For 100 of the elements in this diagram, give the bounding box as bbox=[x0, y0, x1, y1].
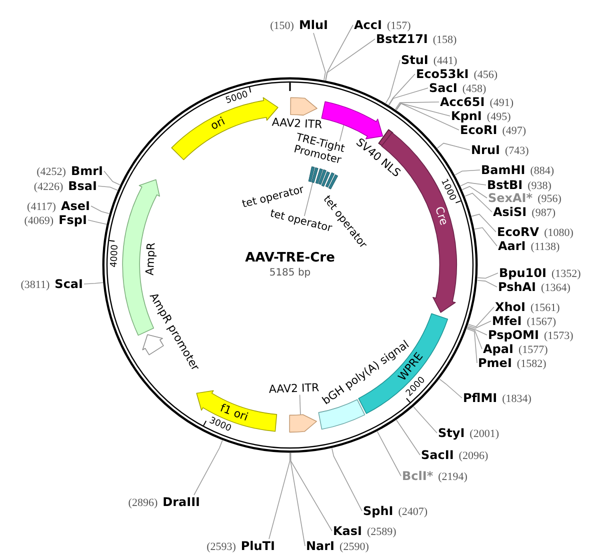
enzyme-name: SacII bbox=[421, 449, 454, 461]
tick-label: 5000 bbox=[224, 90, 250, 106]
tick-label: 4000 bbox=[110, 244, 121, 268]
leader-line bbox=[454, 170, 480, 176]
site-position: (956) bbox=[538, 193, 562, 205]
leader-line bbox=[396, 102, 460, 130]
enzyme-name: Acc65I bbox=[440, 96, 485, 108]
leader-line bbox=[98, 186, 118, 191]
site-position: (2593) bbox=[206, 541, 236, 553]
enzyme-name: SexAI* bbox=[488, 192, 533, 204]
enzyme-name: Eco53kI bbox=[416, 68, 469, 80]
leader-line bbox=[104, 170, 120, 186]
site-position: (150) bbox=[270, 20, 294, 32]
site-position: (884) bbox=[530, 165, 554, 177]
leader-line bbox=[413, 406, 438, 434]
sequence-feature bbox=[289, 414, 318, 433]
leader-line bbox=[466, 327, 482, 350]
site-position: (458) bbox=[462, 83, 486, 95]
site-position: (495) bbox=[486, 111, 511, 123]
site-position: (743) bbox=[504, 145, 529, 157]
leader-line bbox=[313, 32, 326, 80]
enzyme-name: AsiSI bbox=[493, 206, 527, 218]
operator-bar bbox=[324, 172, 335, 188]
enzyme-name: MfeI bbox=[492, 315, 522, 327]
leader-line bbox=[462, 186, 488, 198]
enzyme-name: BmrI bbox=[70, 165, 103, 177]
enzyme-name: SphI bbox=[363, 505, 394, 517]
site-position: (4117) bbox=[27, 201, 56, 213]
leader-line bbox=[385, 60, 400, 104]
operator-bar bbox=[321, 170, 331, 187]
leader-line bbox=[474, 227, 498, 246]
leader-line bbox=[467, 326, 488, 336]
site-position: (456) bbox=[474, 69, 498, 81]
enzyme-name: MluI bbox=[298, 19, 328, 31]
enzyme-name: StuI bbox=[401, 54, 428, 66]
leader-line bbox=[388, 88, 428, 106]
leader-line bbox=[460, 182, 486, 186]
feature-label: AAV2 ITR bbox=[272, 116, 323, 132]
site-position: (987) bbox=[532, 207, 556, 219]
enzyme-name: BamHI bbox=[481, 164, 526, 176]
enzyme-name: BclI* bbox=[402, 470, 434, 482]
leader-line bbox=[471, 214, 496, 232]
leader-line bbox=[396, 102, 450, 116]
feature-label: ori bbox=[208, 115, 228, 132]
enzyme-name: SacI bbox=[429, 82, 458, 94]
feature-label: Cre bbox=[432, 205, 450, 227]
leader-line bbox=[477, 272, 498, 279]
enzyme-name: NarI bbox=[306, 540, 335, 552]
site-position: (1577) bbox=[518, 344, 548, 356]
site-position: (158) bbox=[432, 34, 457, 46]
enzyme-name: BstBI bbox=[487, 179, 523, 191]
leader-line bbox=[90, 206, 110, 214]
enzyme-name: PluTI bbox=[240, 540, 275, 552]
leader-line bbox=[290, 452, 306, 546]
leader-line bbox=[439, 378, 462, 398]
leader-line bbox=[436, 142, 470, 150]
enzyme-name: ApaI bbox=[483, 343, 514, 355]
enzyme-name: PshAI bbox=[498, 281, 536, 293]
site-position: (1364) bbox=[541, 282, 570, 294]
leader-line bbox=[325, 24, 354, 81]
enzyme-name: BsaI bbox=[68, 180, 97, 192]
enzyme-name: KpnI bbox=[451, 110, 482, 122]
site-position: (2589) bbox=[367, 526, 396, 538]
leader-line bbox=[468, 306, 494, 328]
site-position: (2896) bbox=[128, 497, 158, 509]
feature-label: AmpR bbox=[144, 242, 158, 276]
feature-label: AAV2 ITR bbox=[268, 382, 320, 396]
enzyme-name: ScaI bbox=[54, 278, 83, 290]
leader-line bbox=[388, 74, 416, 106]
enzyme-name: PmeI bbox=[478, 357, 512, 369]
enzyme-name: AccI bbox=[354, 19, 382, 31]
sequence-feature bbox=[381, 132, 458, 314]
leader-line bbox=[268, 452, 290, 540]
feature-label: tet operator bbox=[240, 184, 306, 211]
leader-line bbox=[466, 328, 478, 364]
operator-bar bbox=[314, 168, 323, 184]
operator-bar bbox=[311, 166, 319, 183]
site-position: (4069) bbox=[24, 215, 54, 227]
enzyme-name: FspI bbox=[58, 214, 87, 226]
tick-label: 1000 bbox=[438, 178, 458, 202]
site-position: (1138) bbox=[530, 241, 560, 253]
map-title: AAV-TRE-Cre bbox=[245, 250, 335, 266]
enzyme-name: DraIII bbox=[162, 496, 200, 508]
leader-line bbox=[468, 320, 492, 329]
site-position: (491) bbox=[490, 97, 514, 109]
enzyme-name: EcoRV bbox=[497, 226, 540, 238]
site-position: (2194) bbox=[438, 471, 468, 483]
leader-line bbox=[396, 420, 420, 456]
site-position: (4252) bbox=[36, 166, 66, 178]
enzyme-name: AarI bbox=[498, 240, 526, 252]
enzyme-name: Bpu10I bbox=[499, 267, 546, 279]
site-position: (938) bbox=[528, 180, 552, 192]
leader-line bbox=[299, 394, 301, 416]
site-position: (2590) bbox=[340, 541, 369, 553]
site-position: (2407) bbox=[398, 506, 428, 518]
leader-line bbox=[394, 102, 440, 110]
leader-line bbox=[332, 448, 362, 512]
enzyme-name: XhoI bbox=[495, 301, 526, 313]
site-position: (2001) bbox=[470, 428, 499, 440]
site-position: (4226) bbox=[34, 181, 64, 193]
